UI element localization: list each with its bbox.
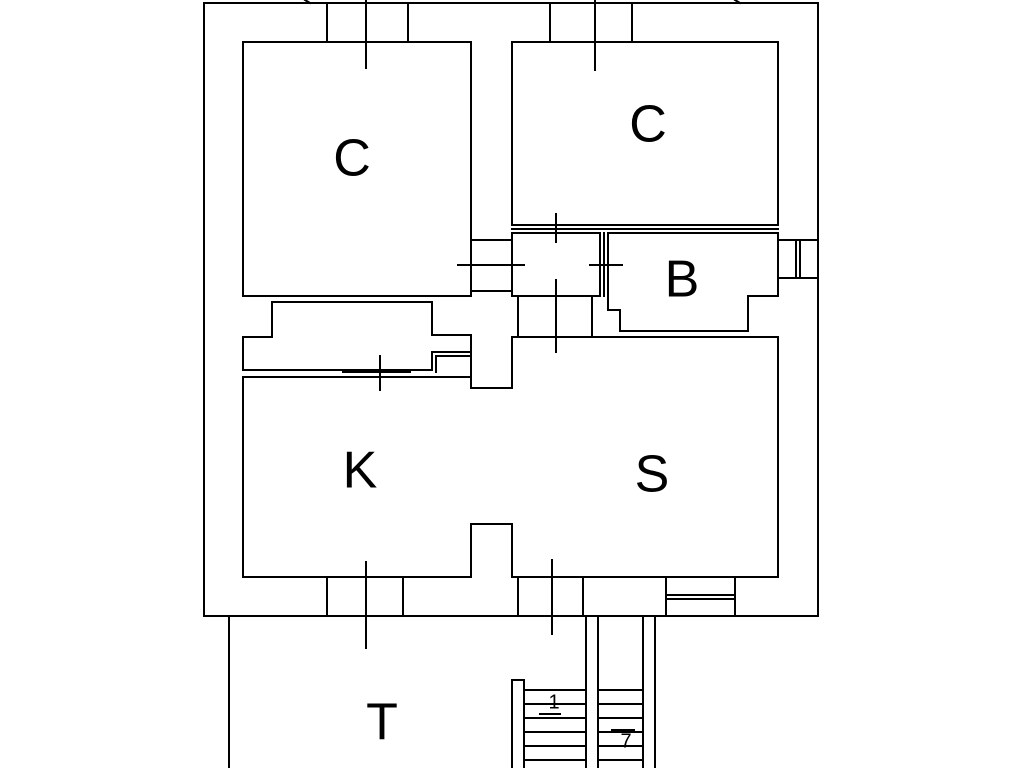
room-c-right-label: C: [629, 96, 667, 154]
room-ks-outline: [242, 336, 779, 578]
room-b-label: B: [665, 251, 700, 309]
room-t-label: T: [366, 694, 398, 752]
room-k-label: K: [343, 442, 378, 500]
room-c-left-label: C: [333, 130, 371, 188]
door-bottom-s: [517, 559, 584, 635]
stair-mark-right: 7: [620, 730, 631, 752]
window-top-left: [326, 0, 409, 69]
room-b-outline: [607, 232, 779, 332]
window-bottom-k: [326, 561, 404, 649]
closet-details: [342, 355, 472, 391]
corridor-mid: [517, 295, 593, 338]
closet-outline: [242, 301, 472, 371]
stair-mark-left: 1: [548, 691, 559, 713]
room-c-right-outline: [511, 41, 779, 226]
top-tick-a: [303, 0, 312, 5]
hall-small: [511, 213, 623, 353]
window-bottom-right: [665, 576, 736, 617]
outer-wall: [203, 2, 819, 617]
top-tick-b: [733, 0, 742, 5]
window-right-b: [777, 239, 819, 279]
window-top-right: [549, 0, 633, 71]
room-s-label: S: [635, 446, 670, 504]
door-c-left-hall: [457, 239, 525, 292]
room-c-left-outline: [242, 41, 472, 297]
stairs: [511, 615, 656, 768]
